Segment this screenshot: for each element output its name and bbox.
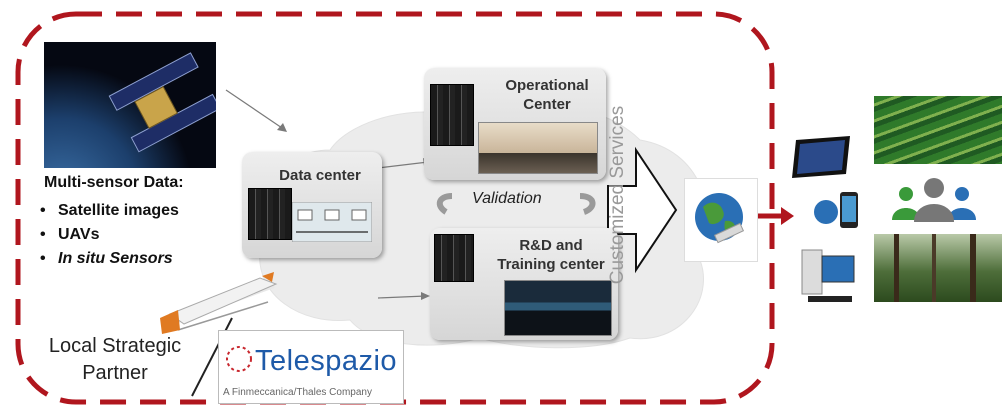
arrow-satellite-to-datacenter xyxy=(225,89,286,131)
telespazio-logo: Telespazio A Finmeccanica/Thales Company xyxy=(218,330,404,404)
input-data-list: •Satellite images •UAVs •In situ Sensors xyxy=(40,199,179,271)
logo-name: Telespazio xyxy=(255,345,398,377)
operational-center-title: Operational Center xyxy=(505,77,589,113)
data-center-title: Data center xyxy=(279,167,361,184)
server-rack-icon xyxy=(434,234,474,282)
data-center-node: Data center xyxy=(242,152,382,258)
customized-services-label: Customized Services xyxy=(607,105,628,285)
operations-room-photo xyxy=(478,122,598,174)
globe-icon xyxy=(684,178,758,262)
arrow-datacenter-to-operational xyxy=(377,161,429,169)
network-diagram-icon xyxy=(292,202,372,242)
input-data-title: Multi-sensor Data: xyxy=(44,174,184,191)
validation-label: Validation xyxy=(472,190,542,207)
partner-label: Local Strategic Partner xyxy=(48,335,182,384)
rd-training-title: R&D and Training center xyxy=(497,237,605,273)
validation-arrow-right xyxy=(579,193,596,215)
rd-training-node: R&D and Training center xyxy=(430,228,618,340)
server-rack-icon xyxy=(248,188,292,240)
validation-arrow-left xyxy=(436,193,453,215)
arrow-drone-to-rd xyxy=(377,295,427,299)
users-icon xyxy=(892,178,976,222)
desktop-computer-icon xyxy=(801,249,855,302)
telespazio-mark-icon xyxy=(226,346,252,372)
input-item-uavs: •UAVs xyxy=(40,226,100,243)
rice-terraces-photo xyxy=(874,96,1002,164)
satellite-image xyxy=(44,42,221,168)
input-item-satellite: •Satellite images xyxy=(40,202,179,219)
training-room-photo xyxy=(504,280,612,336)
double-arrow-right xyxy=(781,207,794,225)
drone-image xyxy=(160,272,278,334)
smartphone-icon xyxy=(814,192,858,228)
server-rack-icon xyxy=(430,84,474,146)
operational-center-node: Operational Center xyxy=(424,68,606,180)
tablet-icon xyxy=(792,136,850,178)
forest-photo xyxy=(874,234,1002,302)
logo-tagline: A Finmeccanica/Thales Company xyxy=(223,387,372,398)
input-item-in-situ: •In situ Sensors xyxy=(40,250,173,267)
